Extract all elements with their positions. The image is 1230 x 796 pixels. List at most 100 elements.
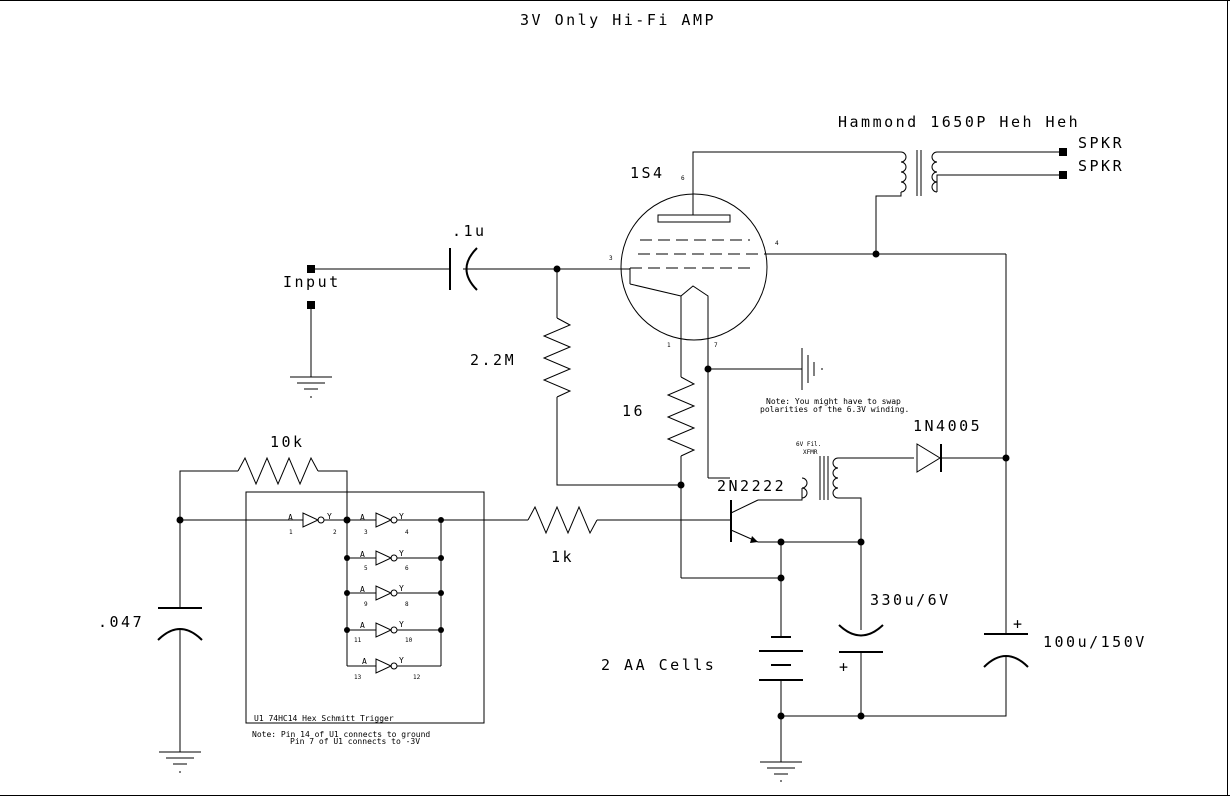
wire-fb-right — [318, 470, 348, 520]
wire-plate-to-xfmr — [692, 151, 901, 196]
gate-6 — [347, 658, 441, 674]
tube-pin-1: 1 — [667, 342, 671, 349]
feedback-resistor — [237, 456, 319, 486]
junction-out-4 — [438, 590, 444, 596]
gate-6-a: A — [362, 657, 367, 666]
battery-label: 2 AA Cells — [601, 656, 716, 674]
note-ic-2: Pin 7 of U1 connects to -3V — [290, 737, 420, 746]
gate-2-pin-out: 4 — [405, 529, 409, 536]
junction-ground-330 — [857, 712, 865, 720]
ic-label: U1 74HC14 Hex Schmitt Trigger — [254, 714, 394, 723]
fil-xfmr-label-2: XFMR — [803, 449, 818, 456]
note-ic-1: Note: Pin 14 of U1 connects to ground — [252, 730, 430, 739]
timing-cap-label: .047 — [98, 613, 144, 631]
fil-res-label: 16 — [622, 402, 645, 420]
diode-label: 1N4005 — [913, 417, 982, 435]
junction-battery-fil — [777, 574, 785, 582]
gate-3-pin-out: 6 — [405, 565, 409, 572]
tube-pin-7: 7 — [714, 342, 718, 349]
gate-6-pin-out: 12 — [413, 674, 421, 681]
fb-res-label: 10k — [270, 433, 305, 451]
spkr-a-label: SPKR — [1078, 134, 1124, 152]
gate-5-pin-out: 10 — [405, 637, 413, 644]
junction-fil-grid — [677, 481, 685, 489]
ground-symbol-input — [290, 376, 332, 398]
transformer-label: Hammond 1650P Heh Heh — [838, 113, 1080, 131]
gate-6-pin-in: 13 — [354, 674, 362, 681]
spkr-a-terminal — [1059, 148, 1067, 156]
junction-ground-main — [777, 712, 785, 720]
junction-b-plus — [872, 250, 880, 258]
tube-pin-4: 4 — [775, 240, 779, 247]
ground-symbol-filament — [801, 348, 823, 390]
gate-3-pin-in: 5 — [364, 565, 368, 572]
junction-in-4 — [344, 590, 350, 596]
tube-pin-3: 3 — [609, 255, 613, 262]
tube-pin-6: 6 — [681, 175, 685, 182]
schematic-title: 3V Only Hi-Fi AMP — [520, 11, 716, 29]
input-ground-terminal — [307, 301, 315, 309]
note-polarity-2: polarities of the 6.3V winding. — [760, 405, 909, 414]
gate-1-pin-in: 1 — [289, 529, 293, 536]
wire-cap100-return — [781, 656, 1007, 717]
junction-in-5 — [344, 627, 350, 633]
gate-3-a: A — [360, 550, 365, 559]
gate-1-a: A — [288, 513, 293, 522]
gate-4 — [347, 585, 441, 601]
gate-4-a: A — [360, 585, 365, 594]
battery-2aa — [759, 636, 803, 681]
gate-2 — [375, 512, 441, 528]
filament-transformer — [801, 456, 839, 500]
gate-3-y: Y — [399, 549, 404, 558]
gate-4-pin-out: 8 — [405, 601, 409, 608]
gate-4-y: Y — [399, 584, 404, 593]
filament-resistor — [666, 376, 696, 457]
gate-2-pin-in: 3 — [364, 529, 368, 536]
diode-1n4005 — [916, 443, 942, 473]
gate-5-a: A — [360, 621, 365, 630]
wire-fb-left — [179, 470, 238, 520]
gate-2-a: A — [360, 513, 365, 522]
gate-1-y: Y — [327, 512, 332, 521]
timing-capacitor — [157, 607, 203, 641]
cap-100-label: 100u/150V — [1043, 633, 1147, 651]
base-res-label: 1k — [551, 548, 574, 566]
cap-330-plus: + — [839, 658, 851, 676]
gate-1 — [302, 512, 347, 528]
transistor-label: 2N2222 — [717, 477, 786, 495]
tube-1s4 — [620, 193, 768, 341]
wire-xfmr-to-b-plus — [875, 192, 902, 254]
junction-out-3 — [438, 555, 444, 561]
output-transformer — [900, 150, 938, 196]
tube-label: 1S4 — [630, 164, 665, 182]
gate-5-y: Y — [399, 620, 404, 629]
note-polarity-1: Note: You might have to swap — [766, 397, 901, 406]
spkr-b-terminal — [1059, 171, 1067, 179]
gate-2-y: Y — [399, 512, 404, 521]
spkr-b-label: SPKR — [1078, 157, 1124, 175]
input-cap-label: .1u — [452, 222, 487, 240]
gate-5 — [347, 622, 441, 638]
cap-100-plus: + — [1013, 615, 1025, 633]
cap-330-label: 330u/6V — [870, 591, 951, 609]
ground-symbol-main — [760, 761, 802, 782]
base-resistor — [527, 505, 598, 535]
grid-resistor — [542, 317, 572, 398]
gate-1-pin-out: 2 — [333, 529, 337, 536]
transistor-2n2222 — [730, 499, 759, 543]
wire-spkr-b — [936, 174, 1063, 192]
junction-in-3 — [344, 555, 350, 561]
ic-u1-box — [245, 491, 485, 724]
junction-out-5 — [438, 627, 444, 633]
wire-collector — [758, 488, 803, 501]
gate-3 — [347, 550, 441, 566]
ground-symbol-osc — [159, 751, 201, 773]
gate-5-pin-in: 11 — [354, 637, 362, 644]
grid-res-label: 2.2M — [470, 351, 516, 369]
wire-grid-return — [556, 397, 681, 486]
gate-6-y: Y — [399, 656, 404, 665]
input-label: Input — [283, 273, 341, 291]
wire-xfmr-to-330 — [838, 497, 862, 543]
